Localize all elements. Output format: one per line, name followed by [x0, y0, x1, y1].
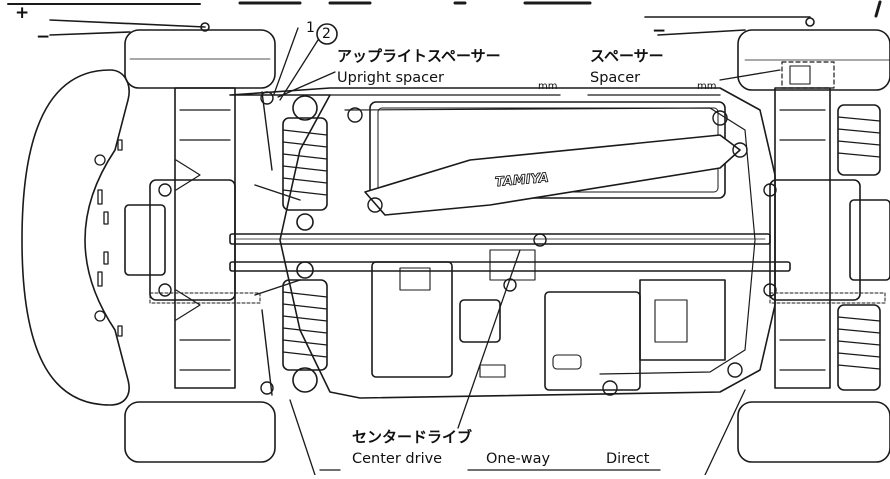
upright-spacer-jp: アップライトスペーサー [337, 47, 501, 65]
center-drive-shaft [229, 233, 791, 272]
camber-plus-sign: + [15, 3, 30, 23]
front-links [254, 91, 301, 396]
center-drive-en: Center drive [352, 451, 443, 467]
spacer-unit: mm [697, 81, 717, 92]
wheel-rear-right [737, 401, 890, 463]
center-drive-jp: センタードライブ [352, 428, 473, 446]
spacer-en: Spacer [590, 70, 641, 86]
callout-circle-2 [316, 23, 338, 45]
rear-shock-lower [837, 304, 881, 391]
center-drive-direct: Direct [606, 451, 650, 467]
spacer-jp: スペーサー [590, 47, 664, 65]
front-shock-upper [282, 95, 328, 231]
front-suspension [124, 87, 261, 389]
bumper-holes [94, 139, 123, 337]
upright-spacer-unit: mm [538, 81, 558, 92]
callout-number-1: 1 [306, 20, 315, 36]
tamiya-decal: TAMIYA [494, 171, 549, 191]
chassis-plate [229, 87, 776, 399]
wheel-front-right [737, 29, 890, 91]
camber-guide-left [7, 3, 210, 36]
leader-lines [273, 27, 781, 476]
wheel-rear-left [124, 401, 276, 463]
rear-suspension [769, 61, 890, 389]
electronics [371, 249, 726, 391]
front-shock-lower [282, 261, 328, 393]
camber-right-minus-sign: − [652, 21, 667, 41]
header-rules [238, 0, 882, 18]
upper-deck: TAMIYA [364, 134, 741, 216]
rear-shock-upper [837, 104, 881, 176]
camber-guide-right [644, 16, 815, 36]
center-drive-oneway: One-way [486, 451, 551, 467]
front-bumper [21, 69, 130, 406]
upright-spacer-en: Upright spacer [337, 70, 444, 86]
wheel-front-left [124, 29, 276, 89]
camber-minus-sign: − [36, 27, 51, 47]
callout-number-2: 2 [322, 26, 331, 42]
